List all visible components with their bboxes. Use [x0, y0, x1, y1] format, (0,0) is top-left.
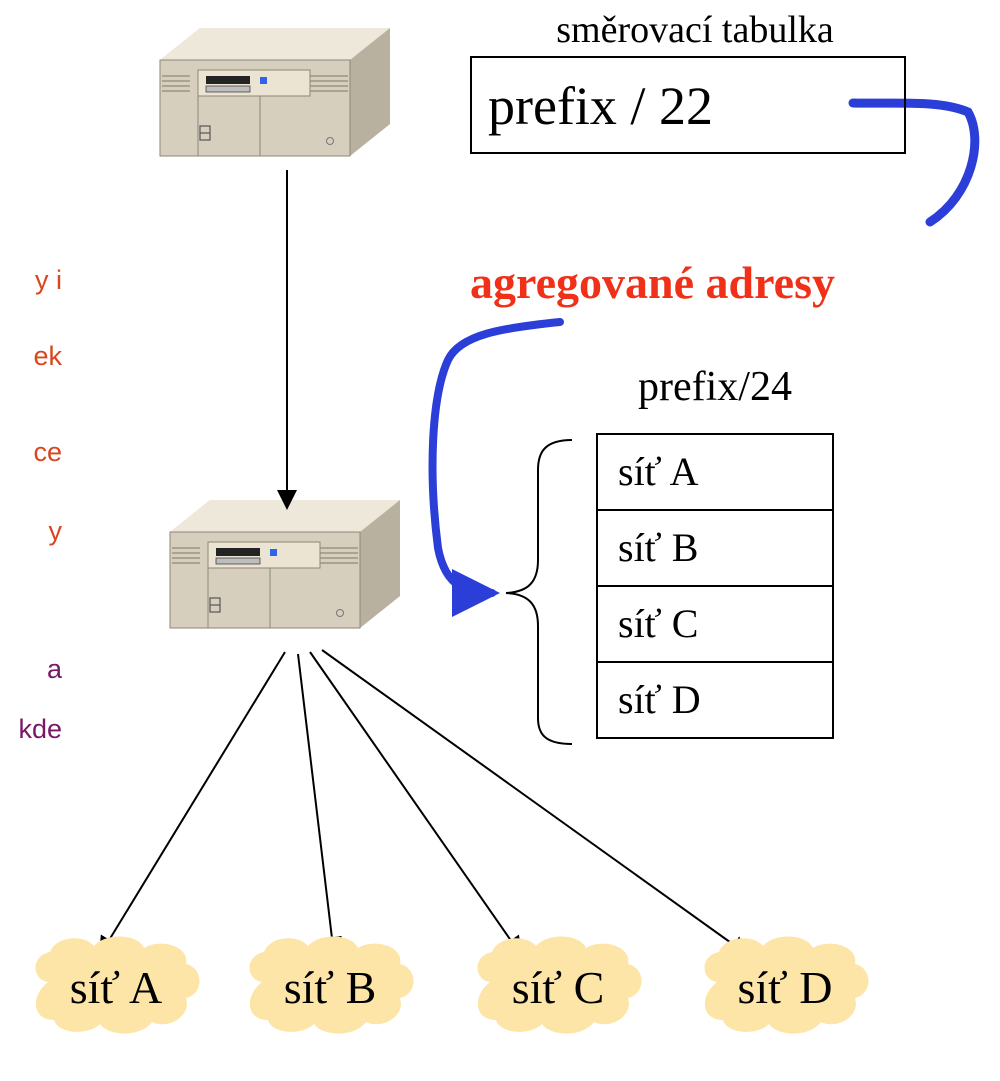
routing-table-caption: směrovací tabulka	[556, 9, 834, 51]
prefix-table: síť A síť B síť C síť D	[596, 433, 834, 739]
link-arrow-b	[297, 653, 342, 957]
routing-table-entry: prefix / 22	[488, 76, 713, 136]
network-label-b: síť B	[283, 962, 377, 1013]
side-text-fragment-3: ce	[33, 437, 62, 467]
top-router-icon	[159, 27, 391, 157]
link-arrow-c	[309, 651, 523, 957]
side-text-fragment-4: y	[48, 516, 63, 546]
network-label-d: síť D	[737, 962, 833, 1013]
aggregation-curve-top	[848, 98, 980, 227]
prefix-row-d: síť D	[596, 661, 834, 739]
side-text-fragment-2: ek	[33, 341, 62, 371]
curly-brace-icon	[505, 439, 573, 745]
side-text-fragment-1: y i	[35, 265, 62, 295]
bottom-router-icon	[169, 499, 401, 629]
prefix-table-caption: prefix/24	[638, 364, 792, 410]
aggregation-curve-bottom	[428, 318, 564, 617]
link-arrow-a	[98, 651, 286, 957]
prefix-row-c: síť C	[596, 585, 834, 663]
network-label-a: síť A	[69, 962, 163, 1013]
aggregated-addresses-label: agregované adresy	[470, 257, 835, 308]
side-text-fragment-6: kde	[18, 714, 62, 744]
network-label-c: síť C	[511, 962, 605, 1013]
prefix-row-b: síť B	[596, 509, 834, 587]
routing-table-box: prefix / 22	[470, 56, 906, 154]
prefix-row-a: síť A	[596, 433, 834, 511]
link-arrow-d	[321, 649, 750, 957]
side-text-fragment-5: a	[46, 654, 62, 684]
